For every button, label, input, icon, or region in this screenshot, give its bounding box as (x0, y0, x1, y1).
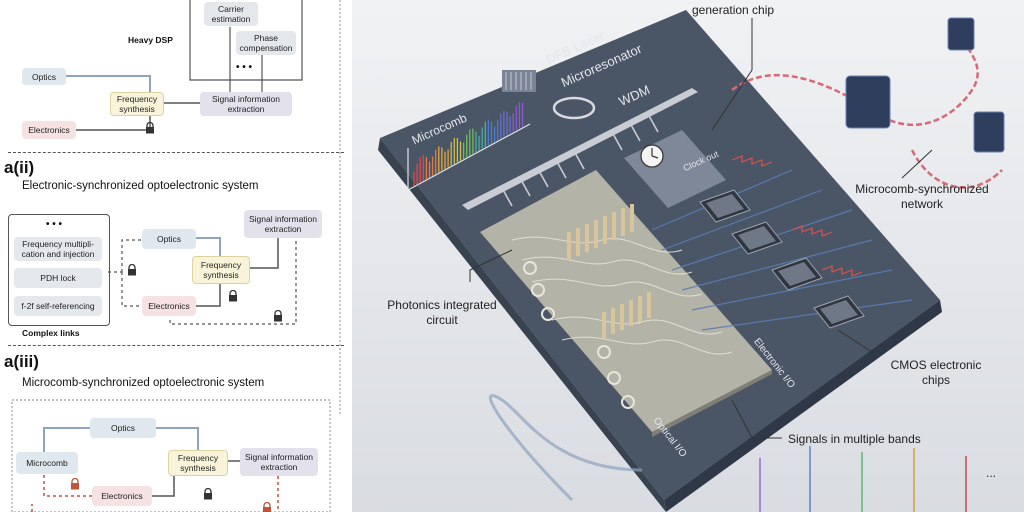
lock-icon (263, 502, 271, 512)
section-divider (8, 345, 344, 346)
pdh-lock-box: PDH lock (14, 268, 102, 288)
chip-illustration: DFB Laser Microresonator WDM Microcomb C… (352, 0, 1024, 512)
section-label-a-iii: a(iii) (4, 352, 39, 371)
ring-resonators (523, 261, 635, 409)
dsp-ellipsis: • • • (236, 62, 253, 73)
microcomb-spectrum (407, 102, 531, 191)
optics-box: Optics (142, 229, 196, 249)
network-fiber (731, 29, 979, 127)
electronics-box: Electronics (22, 121, 76, 139)
pic-label: Photonics integrated circuit (387, 298, 497, 327)
signal-extraction-box: Signal information extraction (240, 448, 318, 476)
electronics-box: Electronics (92, 486, 152, 506)
section-label-a-ii: a(ii) (4, 158, 35, 177)
lock-icon (229, 290, 237, 302)
electronics-box: Electronics (142, 296, 196, 316)
signal-extraction-box: Signal information extraction (244, 210, 322, 238)
signal-spectrum (759, 446, 967, 512)
generation-chip-label: generation chip (692, 3, 775, 17)
links-ellipsis: • • • (46, 219, 63, 230)
complex-links-frame (8, 214, 110, 326)
section-title-a-ii: Electronic-synchronized optoelectronic s… (22, 180, 259, 192)
optics-box: Optics (90, 418, 156, 438)
carrier-estimation-box: Carrier estimation (204, 2, 258, 26)
frequency-synthesis-box: Frequency synthesis (192, 256, 250, 284)
chip-render (352, 0, 1024, 512)
complex-links-label: Complex links (22, 328, 80, 338)
network-label: Microcomb-synchronized network (855, 182, 989, 211)
heavy-dsp-label: Heavy DSP (128, 35, 173, 45)
pic-plate (480, 170, 772, 432)
phase-compensation-box: Phase compensation (236, 31, 296, 55)
cmos-chips (699, 189, 865, 329)
network-nodes (845, 17, 1005, 153)
lock-icon (71, 478, 79, 490)
spectrum-ellipsis: ... (986, 466, 997, 480)
lock-icon (146, 122, 154, 134)
phase-shifters (567, 204, 651, 338)
schematic-panel: Heavy DSP Carrier estimation Phase compe… (0, 0, 352, 512)
section-divider (8, 152, 344, 153)
lock-icon (274, 310, 282, 322)
board-edge (664, 300, 942, 512)
lock-icon (204, 488, 212, 500)
cmos-label: CMOS electronic chips (890, 358, 982, 387)
microresonator-ring (552, 96, 596, 120)
frequency-synthesis-box: Frequency synthesis (168, 450, 228, 476)
section-title-a-iii: Microcomb-synchronized optoelectronic sy… (22, 377, 265, 389)
lock-icon (128, 264, 136, 276)
signals-label: Signals in multiple bands (788, 432, 921, 446)
dfb-laser (502, 70, 536, 92)
microcomb-box: Microcomb (16, 452, 78, 474)
board-edge-left (378, 138, 666, 512)
f2f-box: f-2f self-referencing (14, 296, 102, 316)
frequency-synthesis-box: Frequency synthesis (110, 92, 164, 116)
freq-multiplication-box: Frequency multipli-cation and injection (14, 237, 102, 261)
input-fiber (489, 394, 643, 502)
signal-extraction-box: Signal information extraction (200, 92, 292, 116)
optics-box: Optics (22, 68, 66, 85)
